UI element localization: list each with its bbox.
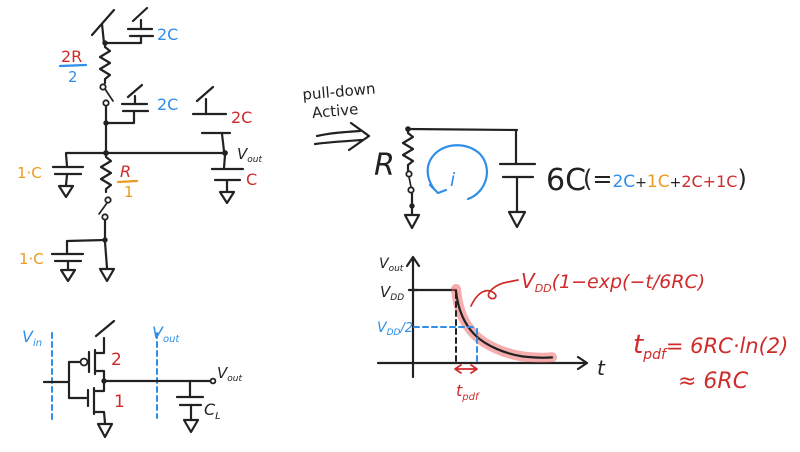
ground-icon bbox=[507, 210, 527, 229]
capacitor-label: 2C bbox=[157, 95, 178, 114]
x-axis-label: t bbox=[597, 356, 606, 380]
load-cap-label: CL bbox=[204, 400, 221, 422]
ground-icon bbox=[182, 418, 200, 434]
tpd-approximation: ≈ 6RC bbox=[678, 369, 749, 394]
switch-terminal bbox=[101, 213, 109, 221]
resistor-fraction-numerator: R bbox=[120, 162, 131, 181]
tpd-label: tpdf bbox=[456, 381, 480, 403]
ground-icon bbox=[59, 268, 77, 283]
y-axis-label: Vout bbox=[379, 256, 404, 274]
y-axis bbox=[405, 255, 421, 379]
switch-terminal bbox=[102, 99, 110, 107]
transition-text-line1: pull-down bbox=[302, 79, 377, 103]
capacitor-label: 2C bbox=[157, 25, 178, 44]
fraction-bar bbox=[58, 63, 88, 68]
capacitor-symbol bbox=[210, 153, 245, 193]
capacitor-symbol bbox=[105, 83, 150, 125]
ground-icon bbox=[96, 422, 114, 439]
node-dot bbox=[222, 150, 228, 156]
switch-terminal bbox=[407, 186, 415, 194]
ground-icon bbox=[403, 213, 421, 230]
pmos-symbol bbox=[87, 319, 116, 383]
curve-equation: VDD(1−exp(−t/6RC) bbox=[521, 269, 705, 295]
marker-highlight bbox=[451, 284, 557, 363]
discharge-graph: Vout t VDD VDD/2 tpdf VDD(1−exp(−t/6RC) bbox=[376, 255, 705, 403]
resistor-label: R bbox=[374, 148, 395, 183]
dashed-guide-blue bbox=[413, 326, 478, 363]
capacitor-symbol bbox=[105, 6, 155, 45]
tpd-equation: tpdf= 6RC·ln(2) bbox=[633, 330, 788, 363]
capacitor-symbol bbox=[191, 85, 232, 153]
capacitor-symbol bbox=[51, 152, 85, 187]
fraction-bar bbox=[116, 179, 139, 184]
cmos-inverter-circuit: Vin Vout 2 1 Vout CL bbox=[22, 319, 242, 439]
gate-input-wire bbox=[42, 360, 71, 400]
capacitor-symbol bbox=[498, 129, 537, 213]
wire bbox=[65, 238, 107, 243]
resistor-symbol bbox=[401, 127, 415, 172]
resistor-fraction-denominator: 2 bbox=[68, 68, 78, 86]
annotation-leader-squiggle bbox=[470, 279, 519, 307]
vout-label: Vout bbox=[217, 364, 242, 384]
tpd-span-arrow-icon bbox=[454, 364, 478, 374]
equivalent-rc-circuit: R i 6C (=2C+1C+2C+1C) bbox=[374, 126, 747, 230]
capacitor-label: 2C bbox=[231, 108, 252, 127]
pmos-bubble-icon bbox=[79, 357, 89, 367]
decay-curve bbox=[454, 289, 554, 359]
capacitor-symbol bbox=[175, 379, 205, 421]
ground-icon bbox=[218, 190, 236, 205]
capacitance-label: 6C bbox=[546, 163, 586, 198]
node-dot bbox=[409, 203, 415, 209]
resistor-symbol bbox=[98, 41, 112, 85]
transition-text-line2: Active bbox=[311, 100, 359, 122]
wire bbox=[406, 127, 519, 132]
current-label: i bbox=[450, 169, 456, 191]
vout-probe-label: Vout bbox=[152, 323, 180, 345]
half-vdd-label: VDD/2 bbox=[377, 320, 413, 338]
transition-annotation: pull-down Active bbox=[302, 79, 377, 122]
wire bbox=[103, 240, 109, 270]
resistor-fraction-numerator: 2R bbox=[61, 47, 82, 66]
capacitance-equation: (=2C+1C+2C+1C) bbox=[583, 165, 747, 193]
vout-node-label: Vout bbox=[237, 145, 262, 165]
capacitor-label: 1·C bbox=[17, 164, 42, 182]
switch-terminal bbox=[99, 83, 107, 91]
switch-terminal bbox=[405, 170, 413, 178]
rc-ladder-circuit: 2C 2R 2 2C 1·C R 1 bbox=[17, 6, 262, 283]
ground-icon bbox=[98, 267, 116, 283]
implies-arrow-icon bbox=[313, 121, 371, 152]
switch-blade bbox=[104, 88, 114, 102]
capacitor-label: C bbox=[246, 170, 257, 189]
nmos-symbol bbox=[67, 380, 107, 425]
current-loop-arrow-icon bbox=[426, 144, 488, 201]
resistor-symbol bbox=[99, 151, 113, 194]
resistor-fraction-denominator: 1 bbox=[124, 183, 134, 201]
result-formula: tpdf= 6RC·ln(2) ≈ 6RC bbox=[633, 330, 788, 394]
pmos-size-label: 2 bbox=[111, 350, 122, 370]
vdd-tick-label: VDD bbox=[380, 283, 404, 303]
output-terminal bbox=[209, 377, 217, 385]
capacitor-label: 1·C bbox=[19, 250, 44, 268]
supply-tick-icon bbox=[90, 8, 116, 45]
nmos-size-label: 1 bbox=[114, 392, 125, 412]
switch-blade bbox=[98, 202, 108, 215]
capacitor-symbol bbox=[50, 239, 85, 271]
x-axis bbox=[376, 355, 589, 371]
switch-terminal bbox=[104, 196, 112, 204]
switch-blade bbox=[408, 176, 412, 188]
ground-icon bbox=[57, 184, 75, 199]
vin-label: Vin bbox=[22, 327, 42, 349]
double-arrow bbox=[313, 121, 371, 152]
